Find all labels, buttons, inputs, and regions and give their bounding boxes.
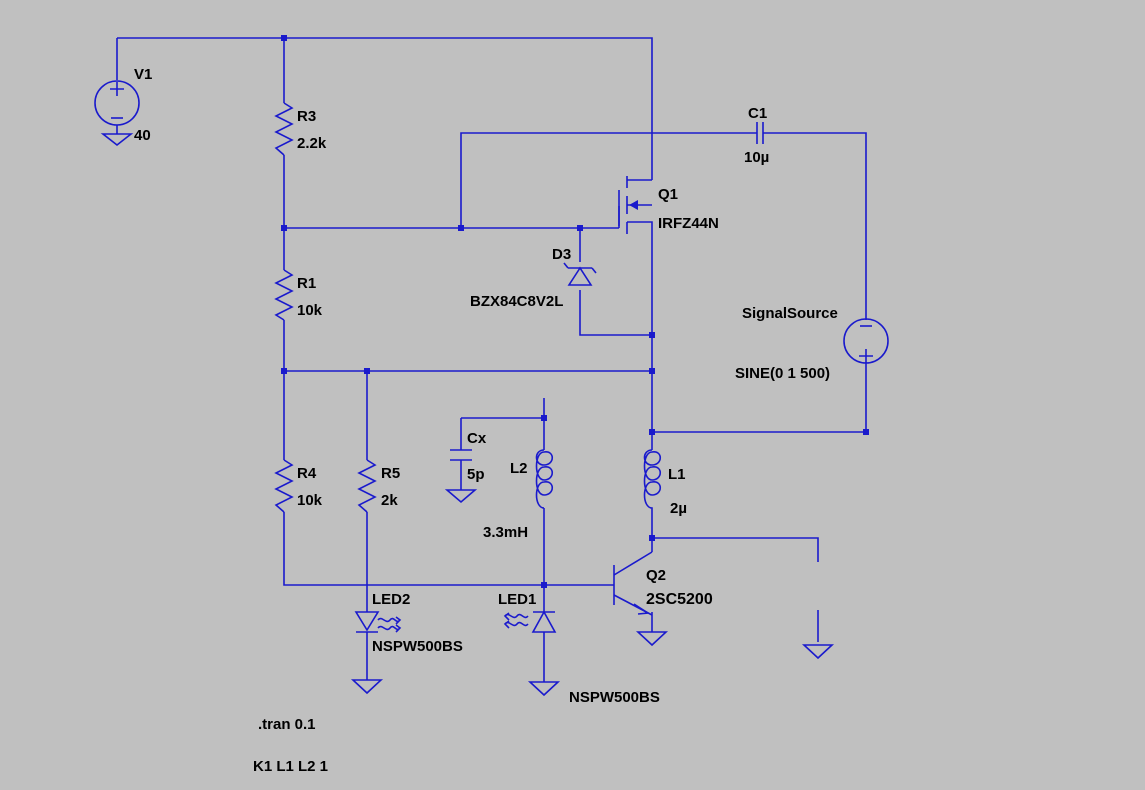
- resistor-r3[interactable]: R3 2.2k: [274, 102, 327, 156]
- r5-value: 2k: [381, 492, 398, 509]
- v1-value: 40: [134, 127, 151, 144]
- capacitor-c1[interactable]: C1 10µ: [744, 105, 770, 166]
- led2-value: NSPW500BS: [372, 638, 463, 655]
- led1-value: NSPW500BS: [569, 689, 660, 706]
- voltage-source-v1[interactable]: V1 40: [94, 66, 152, 147]
- l1-value: 2µ: [670, 500, 687, 517]
- resistor-r5[interactable]: R5 2k: [357, 459, 400, 513]
- q1-name: Q1: [658, 186, 678, 203]
- signal-source-value: SINE(0 1 500): [735, 365, 830, 382]
- r4-name: R4: [297, 465, 317, 482]
- inductor-l1[interactable]: L1 2µ: [643, 449, 688, 520]
- led-led2[interactable]: LED2 NSPW500BS: [350, 591, 463, 695]
- c1-name: C1: [748, 105, 767, 122]
- led1-name: LED1: [498, 591, 536, 608]
- l1-name: L1: [668, 466, 686, 483]
- resistor-r1[interactable]: R1 10k: [274, 269, 323, 321]
- resistor-r4[interactable]: R4 10k: [274, 459, 323, 513]
- capacitor-cx[interactable]: Cx 5p: [444, 430, 487, 504]
- r5-name: R5: [381, 465, 400, 482]
- q2-value: 2SC5200: [646, 591, 713, 608]
- d3-value: BZX84C8V2L: [470, 293, 563, 310]
- led-led1[interactable]: LED1 NSPW500BS: [498, 591, 660, 706]
- zener-diode-d3[interactable]: D3 BZX84C8V2L: [470, 246, 597, 310]
- transistor-q2[interactable]: Q2 2SC5200: [613, 551, 713, 647]
- c1-value: 10µ: [744, 149, 769, 166]
- r3-value: 2.2k: [297, 135, 327, 152]
- v1-name: V1: [134, 66, 152, 83]
- d3-name: D3: [552, 246, 571, 263]
- cx-value: 5p: [467, 466, 485, 483]
- junctions: [281, 35, 869, 588]
- cx-name: Cx: [467, 430, 487, 447]
- tran-directive[interactable]: .tran 0.1: [258, 716, 316, 733]
- r1-name: R1: [297, 275, 316, 292]
- wires: [116, 37, 867, 682]
- l2-value: 3.3mH: [483, 524, 528, 541]
- inductor-l2[interactable]: L2 3.3mH: [483, 449, 554, 541]
- mosfet-q1[interactable]: Q1 IRFZ44N: [618, 176, 719, 234]
- ground-symbol: [801, 644, 835, 660]
- q1-value: IRFZ44N: [658, 215, 719, 232]
- led2-name: LED2: [372, 591, 410, 608]
- q2-name: Q2: [646, 567, 666, 584]
- l2-name: L2: [510, 460, 528, 477]
- r4-value: 10k: [297, 492, 323, 509]
- r3-name: R3: [297, 108, 316, 125]
- r1-value: 10k: [297, 302, 323, 319]
- coupling-directive[interactable]: K1 L1 L2 1: [253, 758, 328, 775]
- signal-source[interactable]: SignalSource SINE(0 1 500): [735, 305, 889, 382]
- signal-source-name: SignalSource: [742, 305, 838, 322]
